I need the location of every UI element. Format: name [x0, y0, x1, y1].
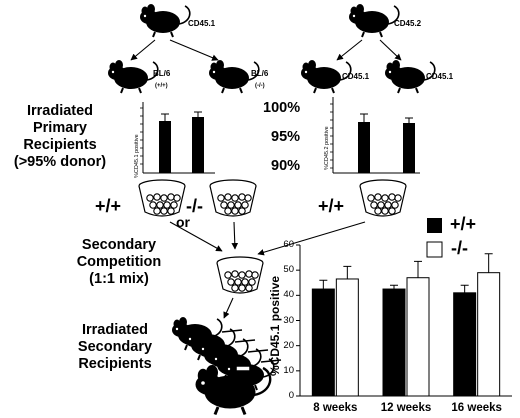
legend-label-ko: -/-	[451, 238, 468, 258]
donor-mouse-right	[348, 3, 400, 38]
donor-left-strain: CD45.1	[188, 19, 216, 28]
error-bar	[343, 265, 352, 279]
bl6-ko-label: BL/6	[251, 69, 269, 78]
genotype-wt-right: +/+	[318, 196, 345, 216]
y-tick-label: 50	[283, 264, 294, 276]
branch-arrows	[130, 39, 402, 61]
error-bar	[484, 253, 493, 273]
y-tick-label: 60	[283, 239, 294, 250]
bar-ko	[477, 272, 501, 397]
cd451-a-label: CD45.1	[342, 72, 370, 81]
irradiated-secondary-label: Irradiated Secondary Recipients	[77, 322, 153, 372]
percent-100: 100%	[263, 100, 301, 116]
y-tick-label: 30	[283, 314, 294, 326]
mouse-bl6-wt	[107, 59, 159, 94]
secondary-recipient-mice	[171, 316, 282, 416]
percent-90: 90%	[271, 158, 301, 174]
legend-label-wt: +/+	[450, 214, 477, 234]
x-category-label: 12 weeks	[380, 402, 432, 414]
bar-ko	[335, 278, 359, 397]
secondary-competition-label: Secondary Competition (1:1 mix)	[76, 237, 162, 287]
genotype-wt-left: +/+	[95, 196, 122, 216]
donor-mouse-left	[139, 3, 191, 38]
error-bar	[319, 279, 328, 290]
tube-wt-right	[359, 179, 407, 217]
genotype-ko-left: -/-	[186, 196, 203, 216]
mini-chart-left	[140, 102, 215, 174]
percent-95: 95%	[271, 129, 301, 145]
x-category-label: 16 weeks	[451, 402, 502, 414]
bl6-wt-label: BL/6	[153, 69, 171, 78]
error-bar	[390, 284, 398, 290]
tube-ko	[209, 179, 257, 217]
bar-wt	[311, 288, 335, 397]
mini-left-ylabel: %CD45.1 positive	[134, 134, 140, 178]
y-tick-label: 10	[283, 364, 294, 376]
x-category-label: 8 weeks	[313, 402, 358, 414]
y-tick-label: 40	[283, 289, 294, 301]
or-label: or	[176, 214, 190, 230]
bl6-wt-genotype: (+/+)	[155, 83, 168, 89]
primary-recipients-label: Irradiated Primary Recipients (>95% dono…	[13, 103, 107, 170]
bar-wt	[453, 292, 477, 397]
error-bar	[414, 260, 422, 278]
error-bar	[460, 284, 469, 293]
donor-right-strain: CD45.2	[394, 19, 422, 28]
cd451-b-label: CD45.1	[426, 72, 454, 81]
legend-swatch-ko	[426, 241, 443, 258]
bar-ko	[406, 277, 430, 397]
tube-wt-left	[138, 179, 186, 217]
tube-mix	[216, 256, 264, 294]
bl6-ko-genotype: (-/-)	[255, 83, 265, 89]
bar-wt	[382, 288, 406, 397]
mini-chart-right	[330, 97, 420, 174]
y-tick-label: 20	[283, 339, 294, 351]
main-chart	[296, 244, 501, 397]
mini-right-ylabel: %CD45.2 positive	[324, 126, 330, 170]
legend-swatch-wt	[427, 218, 442, 233]
mix-arrows	[169, 221, 366, 319]
y-tick-label: 0	[288, 390, 294, 401]
